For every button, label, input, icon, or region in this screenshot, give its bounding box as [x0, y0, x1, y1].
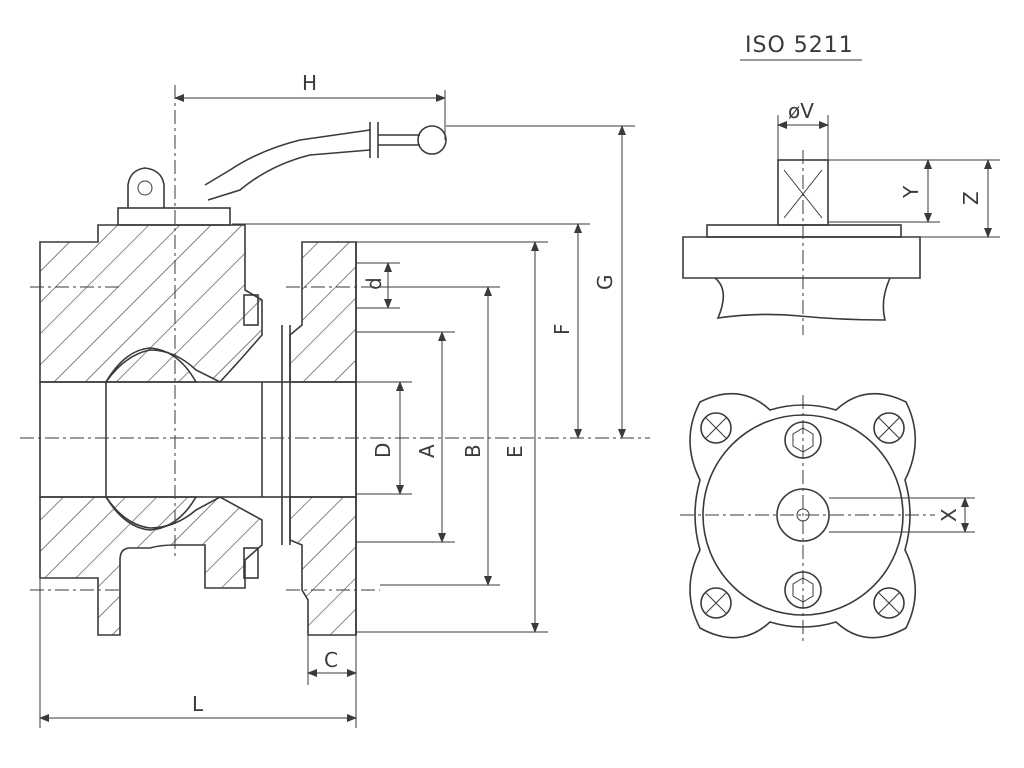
dimensions-left: H G F E B A D d C: [39, 71, 635, 728]
bolt-hole-bottom-right: [873, 587, 905, 619]
flange-outline: [689, 392, 917, 639]
dim-C-label: C: [324, 648, 338, 672]
handle-pin-icon: [137, 180, 153, 196]
dim-L-label: L: [192, 692, 204, 716]
dim-E-label: E: [503, 445, 527, 458]
bolt-hole-top-right: [873, 412, 905, 444]
dim-F-label: F: [550, 323, 574, 335]
stem-collar: [117, 207, 231, 226]
standard-title: ISO 5211: [740, 33, 862, 61]
stem-side-view: øV Y Z: [682, 99, 1000, 335]
dim-Y-label: Y: [899, 185, 923, 199]
dim-A-label: A: [415, 444, 439, 458]
dim-H-label: H: [302, 71, 317, 95]
handle-knob: [417, 125, 447, 155]
ball-lower: [104, 496, 198, 531]
mounting-flange-profile: [682, 236, 921, 279]
bolt-bottom: [243, 547, 259, 579]
ball: [104, 347, 198, 383]
dim-B-label: B: [461, 444, 485, 458]
handle-lever: [204, 129, 371, 201]
bolt-top: [243, 294, 259, 326]
iso-title: ISO 5211: [745, 33, 854, 58]
dim-D-label: D: [371, 443, 395, 458]
body-right-hatched: [289, 241, 357, 383]
body-right-lower-hatched: [289, 496, 357, 636]
dim-V-label: øV: [788, 99, 814, 123]
bore-outline: [39, 381, 357, 498]
handle-hub: [127, 167, 165, 208]
bolt-hole-top-left: [700, 412, 732, 444]
flange-step: [706, 224, 902, 238]
handle-rod: [378, 134, 420, 146]
flange-plan-view: X: [680, 392, 975, 645]
bolt-hole-bottom-left: [700, 587, 732, 619]
dim-d-label: d: [362, 277, 386, 290]
dim-X-label: X: [937, 508, 961, 522]
body-neck: [714, 277, 891, 321]
valve-section-view: [20, 85, 650, 636]
dim-Z-label: Z: [959, 191, 983, 205]
dim-G-label: G: [593, 275, 617, 291]
